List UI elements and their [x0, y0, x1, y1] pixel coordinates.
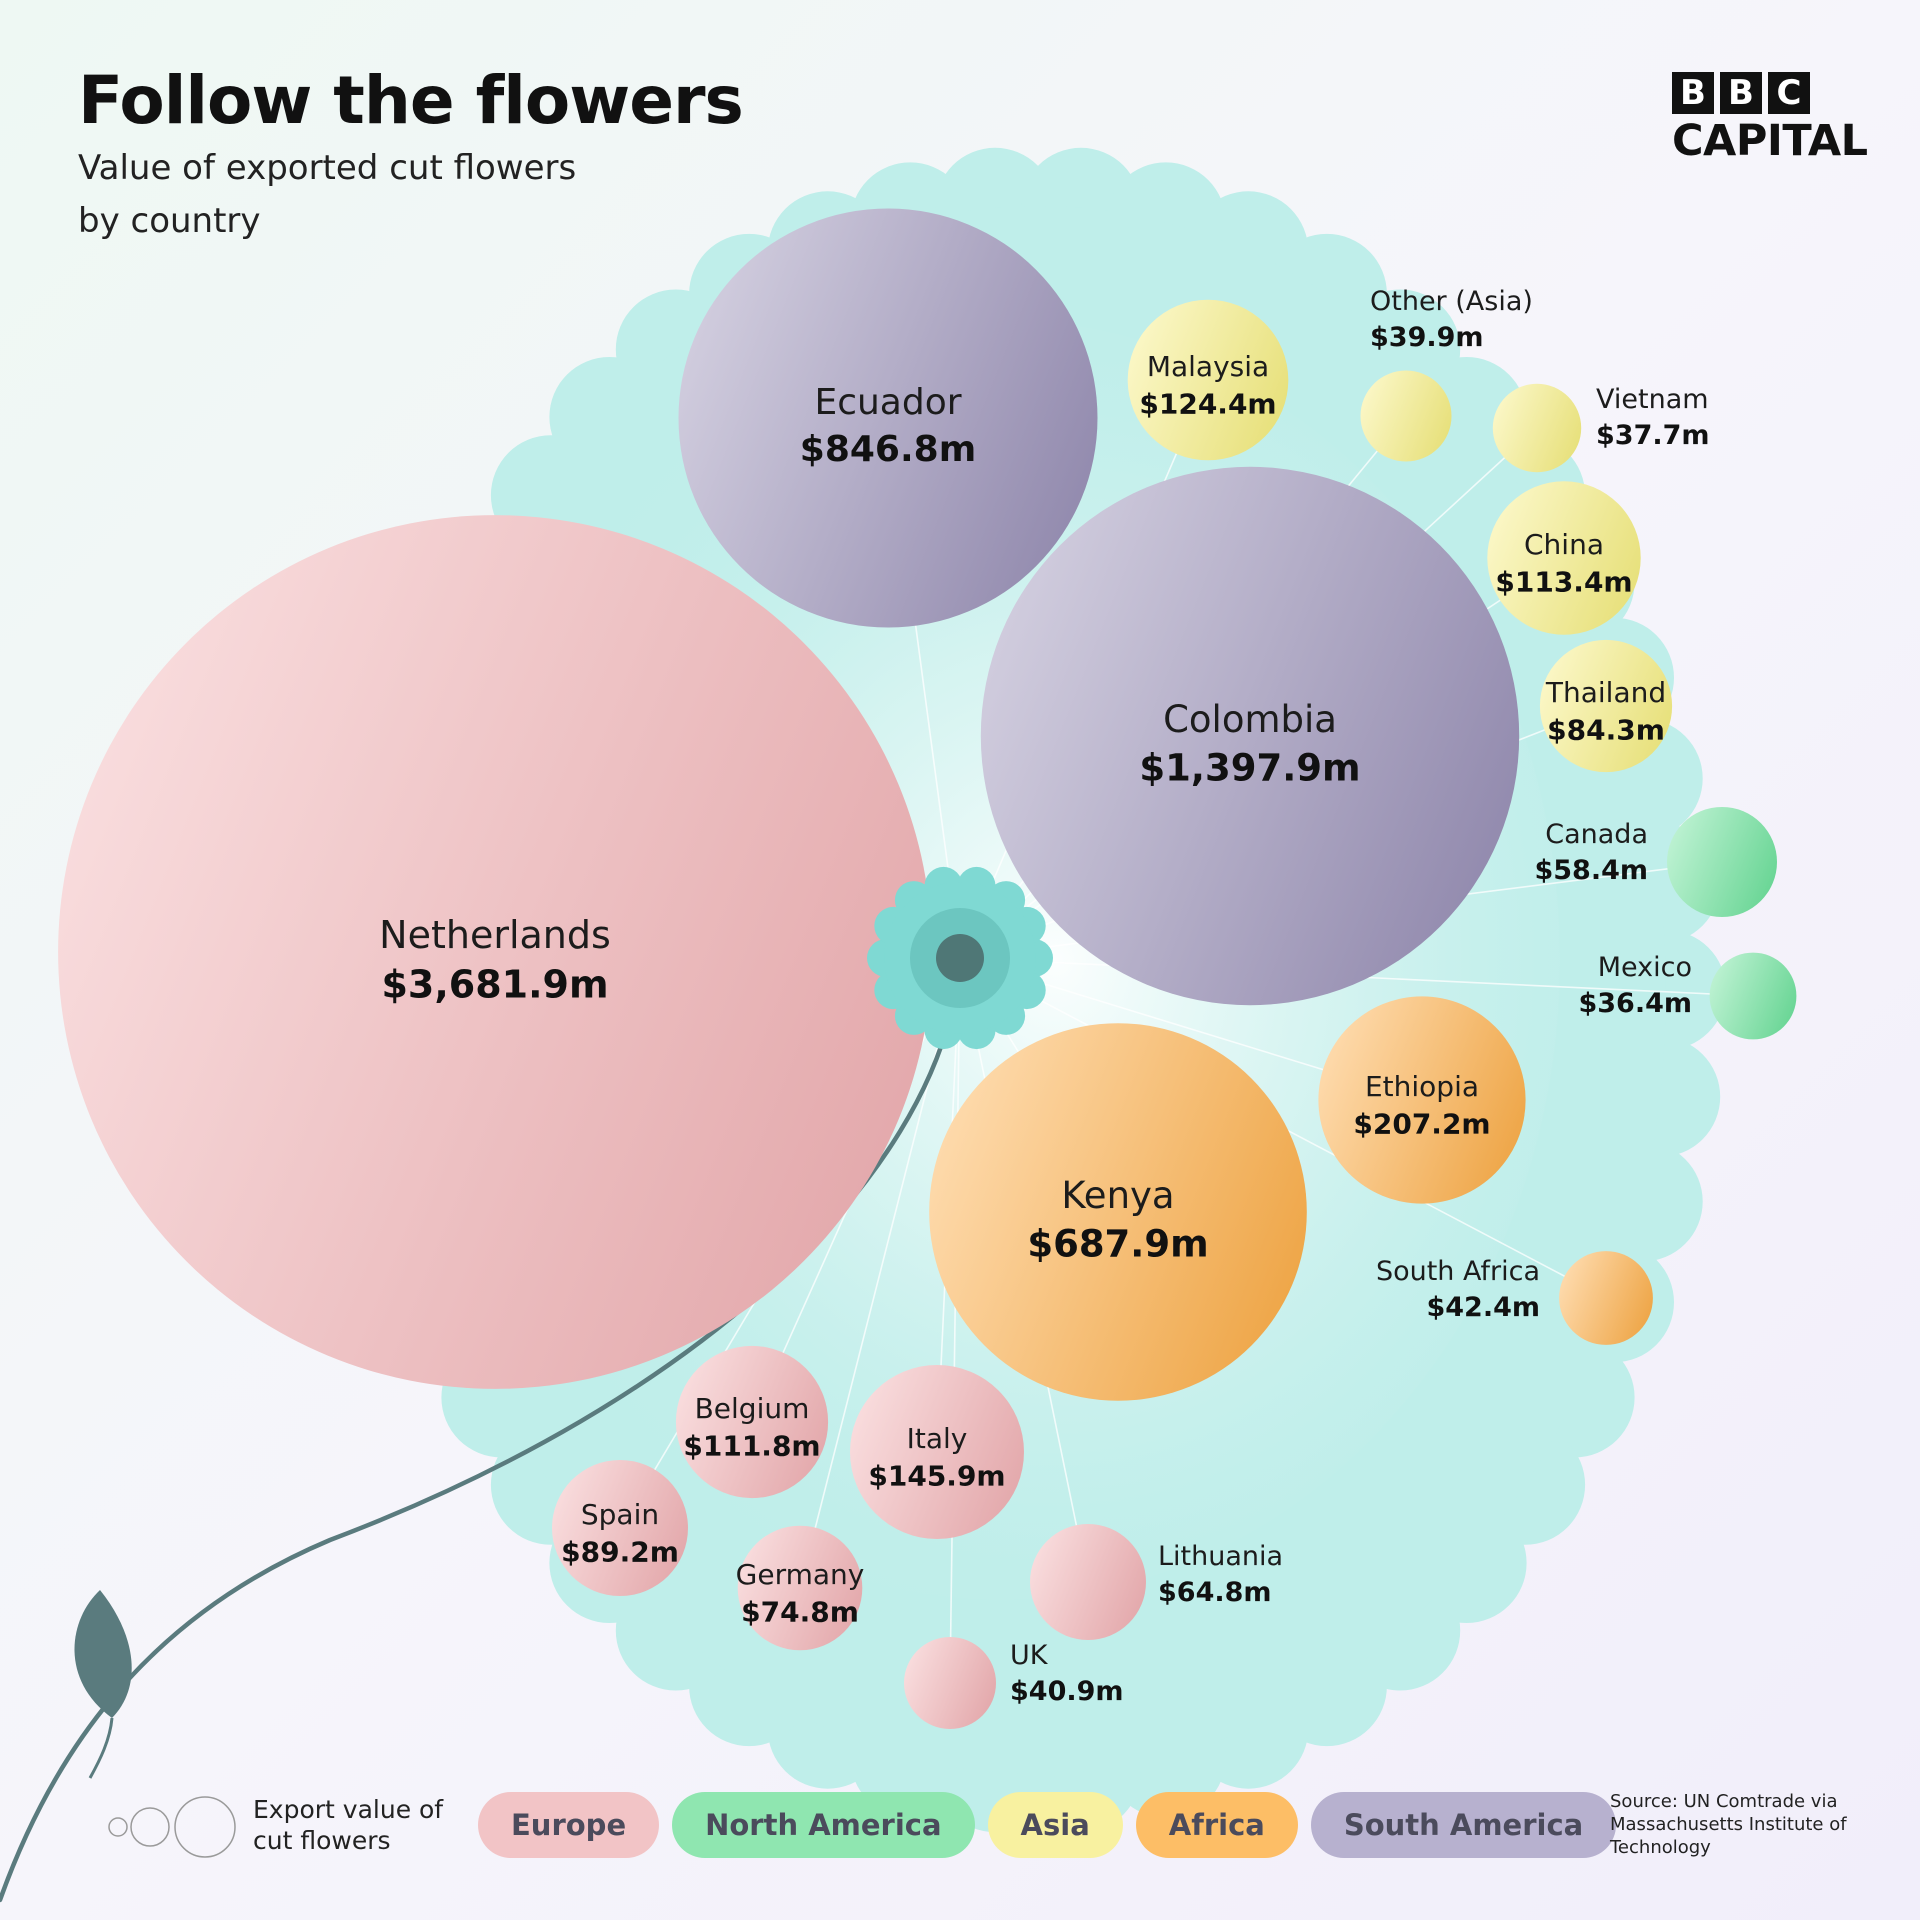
- label-value-lithuania: $64.8m: [1158, 1577, 1272, 1608]
- label-name-uk: UK: [1010, 1640, 1049, 1671]
- label-name-south-africa: South Africa: [1376, 1256, 1540, 1287]
- chart-title: Follow the flowers: [78, 62, 744, 139]
- label-value-italy: $145.9m: [868, 1460, 1005, 1493]
- center-dot: [936, 934, 984, 982]
- bubble-layer: [58, 208, 1797, 1729]
- bubble-netherlands: [58, 515, 932, 1389]
- label-name-ecuador: Ecuador: [814, 382, 961, 423]
- label-value-spain: $89.2m: [561, 1536, 679, 1569]
- label-value-netherlands: $3,681.9m: [381, 963, 608, 1007]
- label-name-malaysia: Malaysia: [1147, 350, 1269, 383]
- label-value-kenya: $687.9m: [1027, 1222, 1208, 1265]
- label-value-china: $113.4m: [1495, 566, 1632, 599]
- label-value-uk: $40.9m: [1010, 1676, 1124, 1707]
- label-name-mexico: Mexico: [1598, 952, 1692, 983]
- label-value-other-asia: $39.9m: [1370, 322, 1484, 353]
- logo-letter-b2: B: [1720, 72, 1762, 114]
- legend-north-america: North America: [672, 1792, 975, 1858]
- label-name-belgium: Belgium: [695, 1392, 810, 1425]
- label-name-ethiopia: Ethiopia: [1365, 1070, 1479, 1103]
- bubble-lithuania: [1030, 1524, 1146, 1640]
- flower-stem: [0, 975, 961, 1903]
- size-legend-large: [174, 1796, 236, 1858]
- bubble-germany: [737, 1525, 863, 1651]
- bbc-logo-boxes: B B C: [1672, 72, 1868, 114]
- flower-center: [867, 866, 1053, 1050]
- label-value-south-africa: $42.4m: [1426, 1292, 1540, 1323]
- label-value-ethiopia: $207.2m: [1353, 1108, 1490, 1141]
- label-name-kenya: Kenya: [1061, 1174, 1174, 1217]
- source-note: Source: UN Comtrade via Massachusetts In…: [1610, 1791, 1847, 1858]
- bubble-malaysia: [1127, 299, 1289, 461]
- bubble-labels: Netherlands $3,681.9m Colombia $1,397.9m Ecu…: [379, 286, 1709, 1707]
- bubble-spain: [552, 1460, 688, 1596]
- bubble-kenya: [929, 1023, 1307, 1401]
- stem-line: [0, 975, 961, 1903]
- leaf-stalk: [88, 1717, 114, 1779]
- chart-subtitle: Value of exported cut flowers by country: [78, 148, 577, 241]
- label-value-canada: $58.4m: [1534, 855, 1648, 886]
- region-legend: Europe North America Asia Africa South A…: [478, 1792, 1617, 1858]
- bubble-south-africa: [1559, 1251, 1653, 1345]
- bubble-other-asia: [1360, 370, 1452, 462]
- bubble-mexico: [1709, 952, 1797, 1040]
- size-legend-icon: [108, 1796, 236, 1858]
- logo-word: CAPITAL: [1672, 116, 1868, 166]
- logo-letter-c: C: [1768, 72, 1810, 114]
- bubble-colombia: [980, 466, 1520, 1006]
- size-legend-label: Export value of cut flowers: [253, 1795, 444, 1855]
- label-value-mexico: $36.4m: [1578, 988, 1692, 1019]
- size-legend-small: [108, 1817, 128, 1837]
- label-name-china: China: [1524, 528, 1604, 561]
- bubble-uk: [904, 1637, 996, 1729]
- size-legend-medium: [130, 1807, 170, 1847]
- label-name-vietnam: Vietnam: [1596, 384, 1709, 415]
- label-value-malaysia: $124.4m: [1139, 388, 1276, 421]
- legend-south-america: South America: [1310, 1792, 1617, 1858]
- bubble-thailand: [1539, 639, 1673, 773]
- bubble-ethiopia: [1318, 996, 1526, 1204]
- bubble-vietnam: [1492, 383, 1582, 473]
- label-value-belgium: $111.8m: [683, 1430, 820, 1463]
- bubble-china: [1487, 481, 1641, 635]
- bbc-capital-logo: B B C CAPITAL: [1672, 72, 1868, 166]
- label-value-ecuador: $846.8m: [800, 429, 976, 470]
- bubble-italy: [850, 1365, 1024, 1539]
- leaf-icon: [74, 1590, 132, 1718]
- bubble-canada: [1667, 807, 1777, 917]
- legend-africa: Africa: [1135, 1792, 1298, 1858]
- label-value-thailand: $84.3m: [1547, 714, 1665, 747]
- label-name-germany: Germany: [736, 1558, 865, 1591]
- bubble-belgium: [675, 1345, 829, 1499]
- label-name-lithuania: Lithuania: [1158, 1541, 1283, 1572]
- ray-uk: [949, 957, 961, 1684]
- label-name-italy: Italy: [907, 1422, 968, 1455]
- label-value-colombia: $1,397.9m: [1139, 746, 1360, 789]
- bubble-ecuador: [678, 208, 1098, 628]
- label-value-germany: $74.8m: [741, 1596, 859, 1629]
- label-value-vietnam: $37.7m: [1596, 420, 1710, 451]
- label-name-thailand: Thailand: [1545, 676, 1666, 709]
- label-name-canada: Canada: [1545, 819, 1648, 850]
- label-name-netherlands: Netherlands: [379, 913, 611, 957]
- legend-europe: Europe: [478, 1792, 660, 1858]
- label-name-colombia: Colombia: [1163, 698, 1337, 741]
- legend-asia: Asia: [987, 1792, 1123, 1858]
- label-name-spain: Spain: [581, 1498, 659, 1531]
- logo-letter-b1: B: [1672, 72, 1714, 114]
- label-name-other-asia: Other (Asia): [1370, 286, 1533, 317]
